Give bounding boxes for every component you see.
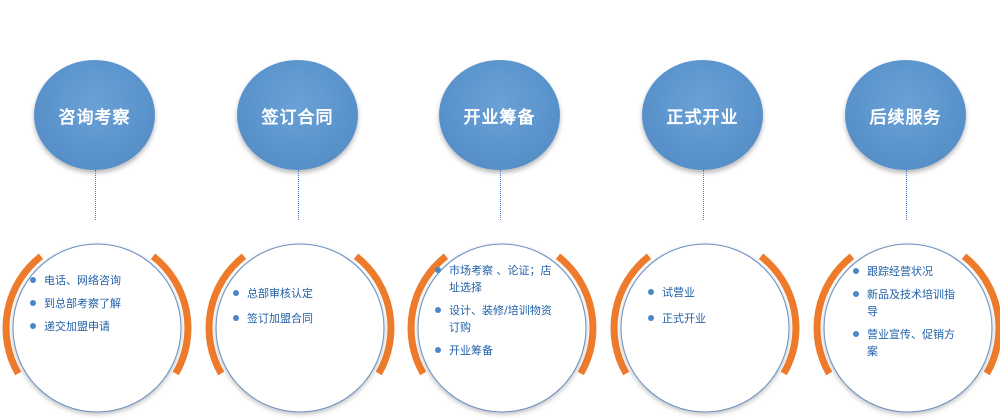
list-item: 签订加盟合同 — [233, 310, 383, 327]
list-item: 市场考察 、论证；店址选择 — [435, 262, 555, 296]
step-detail-ring — [205, 243, 395, 413]
step-item-list: 总部审核认定 签订加盟合同 — [233, 285, 383, 333]
step-item-list: 市场考察 、论证；店址选择 设计、装修/培训物资订购 开业筹备 — [435, 262, 555, 365]
step-title: 正式开业 — [666, 107, 739, 128]
step-connector-line — [906, 170, 907, 220]
step-head-circle: 签订合同 — [237, 60, 358, 170]
step-item-list: 电话、网络咨询 到总部考察了解 递交加盟申请 — [30, 272, 180, 341]
list-item: 电话、网络咨询 — [30, 272, 180, 289]
step-connector-line — [500, 170, 501, 220]
detail-disc — [12, 243, 182, 413]
step-title: 签订合同 — [261, 107, 334, 128]
list-item: 试营业 — [648, 284, 798, 301]
bullet-icon — [648, 289, 654, 295]
list-item: 营业宣传、促销方案 — [853, 326, 965, 360]
step-consultation: 咨询考察 电话、网络咨询 到总部考察了解 递交加盟申请 — [0, 0, 200, 418]
right-accent-arc — [555, 253, 597, 376]
step-title: 后续服务 — [869, 107, 942, 128]
bullet-icon — [30, 323, 36, 329]
detail-disc — [620, 243, 790, 413]
right-accent-arc — [353, 253, 395, 376]
left-accent-arc — [2, 253, 44, 376]
bullet-icon — [435, 267, 441, 273]
step-opening: 正式开业 试营业 正式开业 — [608, 0, 808, 418]
left-accent-arc — [407, 253, 449, 376]
step-detail-ring — [610, 243, 800, 413]
bullet-icon — [30, 300, 36, 306]
bullet-icon — [853, 331, 859, 337]
step-preparation: 开业筹备 市场考察 、论证；店址选择 设计、装修/培训物资订购 开业筹备 — [405, 0, 605, 418]
list-item: 正式开业 — [648, 310, 798, 327]
left-accent-arc — [205, 253, 247, 376]
left-accent-arc — [610, 253, 652, 376]
detail-disc — [215, 243, 385, 413]
bullet-icon — [853, 268, 859, 274]
list-item: 到总部考察了解 — [30, 295, 180, 312]
step-item-list: 跟踪经营状况 新品及技术培训指导 营业宣传、促销方案 — [853, 263, 965, 366]
bullet-icon — [853, 291, 859, 297]
step-connector-line — [95, 170, 96, 220]
step-detail-ring — [2, 243, 192, 413]
list-item: 开业筹备 — [435, 342, 555, 359]
bullet-icon — [435, 307, 441, 313]
detail-disc — [823, 243, 993, 413]
step-connector-line — [298, 170, 299, 220]
step-detail-ring — [407, 243, 597, 413]
step-item-list: 试营业 正式开业 — [648, 284, 798, 333]
bullet-icon — [435, 347, 441, 353]
detail-disc — [417, 243, 587, 413]
right-accent-arc — [961, 253, 1000, 376]
step-detail-ring — [813, 243, 1000, 413]
left-accent-arc — [813, 253, 855, 376]
step-head-circle: 咨询考察 — [34, 60, 155, 170]
step-title: 开业筹备 — [463, 107, 536, 128]
step-title: 咨询考察 — [58, 107, 131, 128]
step-contract: 签订合同 总部审核认定 签订加盟合同 — [203, 0, 403, 418]
step-connector-line — [703, 170, 704, 220]
step-head-circle: 后续服务 — [845, 60, 966, 170]
list-item: 新品及技术培训指导 — [853, 286, 965, 320]
step-head-circle: 开业筹备 — [439, 60, 560, 170]
list-item: 跟踪经营状况 — [853, 263, 965, 280]
step-after-service: 后续服务 跟踪经营状况 新品及技术培训指导 营业宣传、促销方案 — [811, 0, 1000, 418]
bullet-icon — [648, 315, 654, 321]
bullet-icon — [233, 290, 239, 296]
list-item: 递交加盟申请 — [30, 318, 180, 335]
list-item: 设计、装修/培训物资订购 — [435, 302, 555, 336]
right-accent-arc — [150, 253, 192, 376]
right-accent-arc — [758, 253, 800, 376]
bullet-icon — [233, 315, 239, 321]
bullet-icon — [30, 277, 36, 283]
list-item: 总部审核认定 — [233, 285, 383, 302]
step-head-circle: 正式开业 — [642, 60, 763, 170]
